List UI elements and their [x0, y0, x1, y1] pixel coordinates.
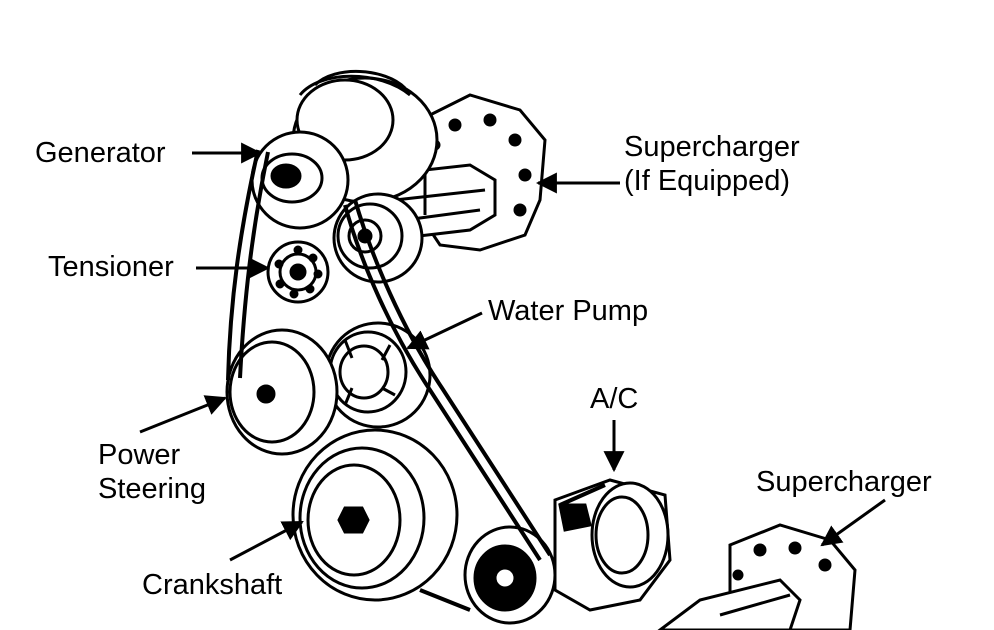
ac-compressor	[553, 478, 672, 612]
leader-arrows	[139, 142, 886, 562]
power-steering-label: Power Steering	[98, 438, 206, 506]
water-pump-pulley	[324, 321, 432, 429]
supercharger-label-line1: Supercharger	[624, 131, 800, 163]
supercharger-label: Supercharger (If Equipped)	[624, 130, 800, 198]
water-pump-arrow	[406, 311, 483, 350]
supercharger-inset-arrow	[820, 498, 886, 547]
power-steering-label-line2: Steering	[98, 473, 207, 505]
supercharger-inset-label: Supercharger	[756, 466, 932, 498]
ac-label: A/C	[590, 383, 639, 415]
crankshaft-pulley	[291, 428, 459, 602]
tensioner-label: Tensioner	[48, 251, 174, 283]
power-steering-pulley	[225, 328, 339, 456]
generator-label: Generator	[35, 137, 166, 169]
power-steering-arrow	[139, 395, 227, 434]
supercharger-inset-unit	[657, 523, 857, 630]
generator-unit	[250, 69, 439, 230]
power-steering-label-line1: Power	[98, 439, 181, 471]
water-pump-label: Water Pump	[488, 295, 649, 327]
crankshaft-arrow	[229, 520, 304, 562]
crankshaft-label: Crankshaft	[142, 569, 283, 601]
tensioner-pulley	[266, 240, 330, 304]
supercharger-label-line2: (If Equipped)	[624, 165, 791, 197]
serpentine-belt	[226, 149, 606, 612]
